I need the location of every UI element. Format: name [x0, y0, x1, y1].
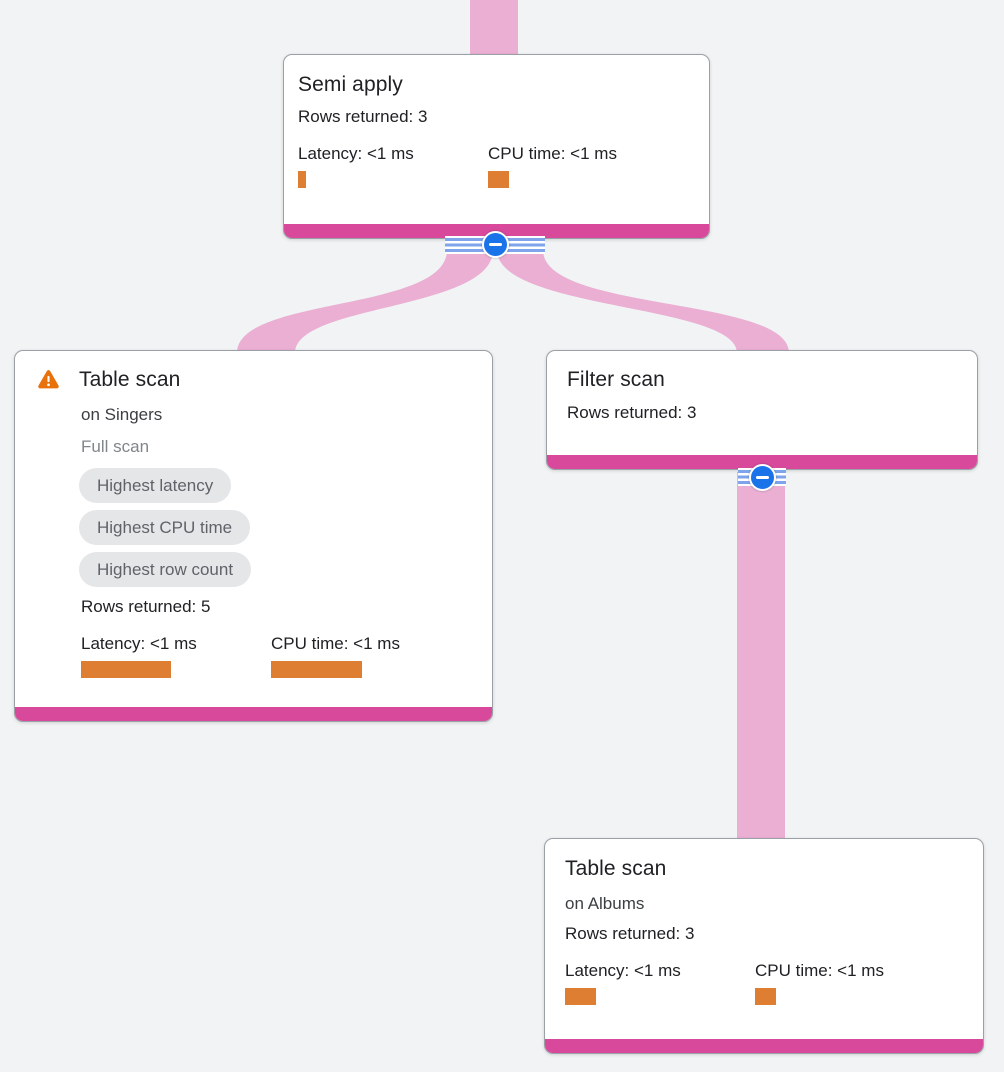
metrics-row: Latency: <1 ms CPU time: <1 ms	[565, 960, 963, 1005]
latency-label: Latency: <1 ms	[81, 634, 197, 653]
latency-bar	[565, 988, 596, 1005]
node-title: Filter scan	[567, 368, 665, 391]
scan-target-text: on Singers	[81, 405, 163, 424]
cpu-metric: CPU time: <1 ms	[271, 633, 461, 678]
latency-bar	[81, 661, 171, 678]
edge-parent-to-semi-apply	[470, 0, 518, 56]
latency-metric: Latency: <1 ms	[298, 143, 488, 188]
plan-node-filter-scan[interactable]: Filter scan Rows returned: 3	[546, 350, 978, 470]
highest-cpu-time-badge: Highest CPU time	[79, 510, 251, 545]
scan-target-text: on Albums	[565, 894, 645, 913]
warning-icon	[38, 370, 59, 389]
collapse-children-button[interactable]	[482, 231, 509, 258]
scan-type-text: Full scan	[81, 437, 150, 456]
node-title: Semi apply	[298, 73, 403, 96]
cpu-metric: CPU time: <1 ms	[755, 960, 945, 1005]
edge-semi-apply-to-filter-scan	[497, 250, 789, 353]
cpu-metric: CPU time: <1 ms	[488, 143, 678, 188]
plan-node-table-scan-singers[interactable]: Table scan on Singers Full scan Highest …	[14, 350, 493, 722]
plan-node-table-scan-albums[interactable]: Table scan on Albums Rows returned: 3 La…	[544, 838, 984, 1054]
node-title: Table scan	[79, 368, 181, 391]
plan-node-semi-apply[interactable]: Semi apply Rows returned: 3 Latency: <1 …	[283, 54, 710, 239]
rows-returned-text: Rows returned: 5	[81, 597, 211, 616]
badge-list: Highest latency Highest CPU time Highest…	[79, 468, 472, 594]
latency-bar	[298, 171, 306, 188]
rows-returned-text: Rows returned: 3	[567, 403, 697, 422]
cpu-bar	[488, 171, 509, 188]
collapse-children-button[interactable]	[749, 464, 776, 491]
highest-row-count-badge: Highest row count	[79, 552, 252, 587]
rows-returned-text: Rows returned: 3	[565, 924, 695, 943]
node-accent-bar	[545, 1039, 983, 1053]
node-title: Table scan	[565, 857, 667, 880]
node-accent-bar	[15, 707, 492, 721]
rows-returned-text: Rows returned: 3	[298, 107, 428, 126]
latency-metric: Latency: <1 ms	[81, 633, 271, 678]
latency-metric: Latency: <1 ms	[565, 960, 755, 1005]
node-accent-bar	[547, 455, 977, 469]
node-header: Table scan	[37, 367, 472, 393]
cpu-label: CPU time: <1 ms	[755, 961, 884, 980]
cpu-label: CPU time: <1 ms	[488, 144, 617, 163]
edge-semi-apply-to-table-scan-singers	[237, 250, 493, 353]
minus-icon	[756, 476, 769, 479]
latency-label: Latency: <1 ms	[298, 144, 414, 163]
cpu-label: CPU time: <1 ms	[271, 634, 400, 653]
edge-filter-scan-to-table-scan-albums	[737, 472, 785, 840]
latency-label: Latency: <1 ms	[565, 961, 681, 980]
cpu-bar	[271, 661, 362, 678]
metrics-row: Latency: <1 ms CPU time: <1 ms	[81, 633, 472, 678]
node-body: on Singers Full scan Highest latency Hig…	[79, 404, 472, 678]
metrics-row: Latency: <1 ms CPU time: <1 ms	[298, 143, 695, 188]
highest-latency-badge: Highest latency	[79, 468, 232, 503]
cpu-bar	[755, 988, 776, 1005]
minus-icon	[489, 243, 502, 246]
